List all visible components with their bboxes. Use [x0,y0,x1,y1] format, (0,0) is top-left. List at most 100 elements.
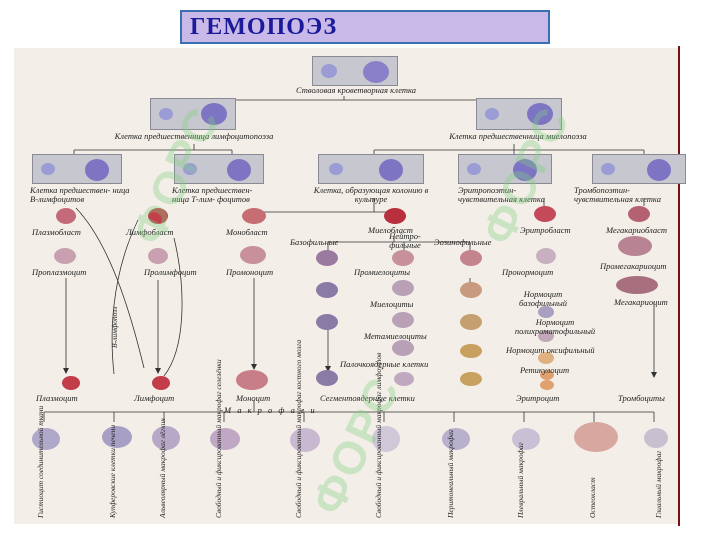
lymph-precursor-label: Клетка предшественница лимфоцитопоэза [114,131,274,141]
glial-macrophage-cell [644,428,668,448]
erythropoietin-box [458,154,552,184]
stem-cell-box [312,56,398,86]
myeloblast-label: Миелобласт [368,225,413,235]
basophil-label: Базофильные [290,237,339,247]
plasmoblast-label: Плазмобласт [32,227,81,237]
prolymphocyte-label: Пролимфоцит [144,267,197,277]
monocyte-cell [236,370,268,390]
macrophage-type-7: Перитонеальный макрофаг [446,429,455,518]
macrophage-cell-7 [442,428,470,450]
cell-small [601,163,615,175]
macrophage-type-10: Глиальный макрофаг [654,450,663,518]
normocyte-oxy-cell [538,352,554,364]
cell-large [227,159,251,181]
eosinophil-cell-3 [460,314,482,330]
lymph-precursor-box [150,98,236,130]
neutrophil-label: Нейтро- фильные [389,231,421,250]
promegakaryocyte-label: Промегакариоцит [600,261,667,271]
macrophage-cell-1 [32,428,60,450]
b-precursor-box [32,154,122,184]
plasmocyte-cell [62,376,80,390]
macrophage-type-8: Плевральный макрофаг [516,442,525,518]
proplasmocyte-label: Проплазмоцит [32,267,87,277]
promonocyte-label: Промоноцит [226,267,274,277]
band-cells-label: Палочкоядерные клетки [340,359,429,369]
plasmocyte-label: Плазмоцит [36,393,78,403]
right-accent-bar [678,46,680,526]
lymphocyte-cell [152,376,170,390]
cell-small [183,163,197,175]
reticulocyte-label: Ретикулоцит [520,365,570,375]
myeloblast-cell [384,208,406,224]
cfu-culture-label: Клетка, образующая колонию в культуре [313,185,429,204]
myelo-precursor-label: Клетка предшественница миелопоэза [449,131,587,141]
b-lymphopoiesis-label: В-лимфопоэз [110,306,119,348]
macrophage-cell-5 [290,428,320,452]
eosinophil-cell-4 [460,344,482,358]
macrophage-cell-6 [372,426,400,452]
eosinophil-label: Эозинофильные [434,237,492,247]
promyelocytes-label: Промиелоциты [354,267,411,277]
cell-large [527,103,553,125]
b-precursor-label: Клетка предшествен- ница В-лимфоцитов [30,185,130,204]
lymphoblast-label: Лимфобласт [126,227,174,237]
hematopoiesis-poster: Стволовая кроветворная клетка Клетка пре… [14,48,686,524]
lymphocyte-label: Лимфоцит [134,393,175,403]
t-precursor-box [174,154,264,184]
cell-small [41,163,55,175]
neutrophil-cell-3 [392,312,414,328]
macrophage-type-4: Свободный и фиксированный макрофаг селез… [214,359,223,518]
basophil-segmented-cell [316,370,338,386]
cfu-box [318,154,424,184]
pronormocyte-label: Пронормоцит [502,267,554,277]
cell-large [379,159,403,181]
normocyte-baso-label: Нормоцит базофильный [518,289,568,308]
megakaryoblast-cell [628,206,650,222]
monoblast-cell [242,208,266,224]
reticulocyte-cell [540,370,554,380]
platelets-label: Тромбоциты [618,393,665,403]
erythrocyte-label: Эритроцит [516,393,560,403]
macrophage-type-1: Гистиоцит соединительной ткани [36,405,45,518]
neutrophil-cell-4 [392,340,414,356]
myelocytes-label: Миелоциты [370,299,414,309]
monoblast-label: Монобласт [226,227,268,237]
t-precursor-label: Клетка предшествен- ница Т-лим- фоцитов [172,185,253,204]
myelo-precursor-box [476,98,562,130]
macrophage-cell-2 [102,426,132,448]
segmented-cells-label: Сегментоядерные клетки [320,393,415,403]
erythroblast-cell [534,206,556,222]
macrophage-cell-3 [152,426,180,450]
promonocyte-cell [240,246,266,264]
plasmoblast-cell [56,208,76,224]
macrophage-type-2: Купферовские клетки печени [108,424,117,518]
cell-large [513,159,537,181]
megakaryoblast-label: Мегакариобласт [606,225,667,235]
macrophage-cell-4 [210,428,240,450]
monocyte-label: Моноцит [236,393,271,403]
lymphoblast-cell [148,208,168,224]
promegakaryocyte-cell [618,236,652,256]
basophil-cell-1 [316,250,338,266]
eosinophil-cell-1 [460,250,482,266]
macrophage-type-9: Остеокласт [588,477,597,518]
cell-small [467,163,481,175]
cell-large [647,159,671,181]
normocyte-oxy-label: Нормоцит оксифильный [506,345,595,355]
eosinophil-segmented-cell [460,372,482,386]
basophil-cell-3 [316,314,338,330]
stem-cell-small [321,64,337,78]
macrophage-cell-8 [512,428,540,450]
erythropoietin-label: Эритропоэтин- чувствительная клетка [458,185,545,204]
megakaryocyte-label: Мегакариоцит [614,297,668,307]
neutrophil-cell-2 [392,280,414,296]
normocyte-poly-cell [538,330,554,342]
normocyte-baso-cell [538,306,554,318]
cell-small [485,108,499,120]
cell-large [85,159,109,181]
cell-large [201,103,227,125]
proplasmocyte-cell [54,248,76,264]
cell-small [159,108,173,120]
prolymphocyte-cell [148,248,168,264]
